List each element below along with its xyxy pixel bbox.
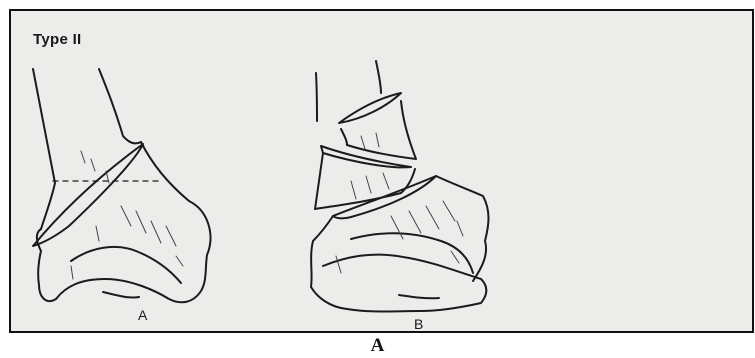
figure-heading: Type II <box>33 31 82 48</box>
line-drawing <box>11 11 754 333</box>
drawing-a-condyles <box>37 142 211 302</box>
figure-caption: A <box>0 335 755 357</box>
panel-label-b: B <box>414 316 423 332</box>
figure-panel: Type II A B <box>9 9 754 333</box>
drawing-a-shaft <box>33 69 141 229</box>
panel-label-a: A <box>138 307 147 323</box>
